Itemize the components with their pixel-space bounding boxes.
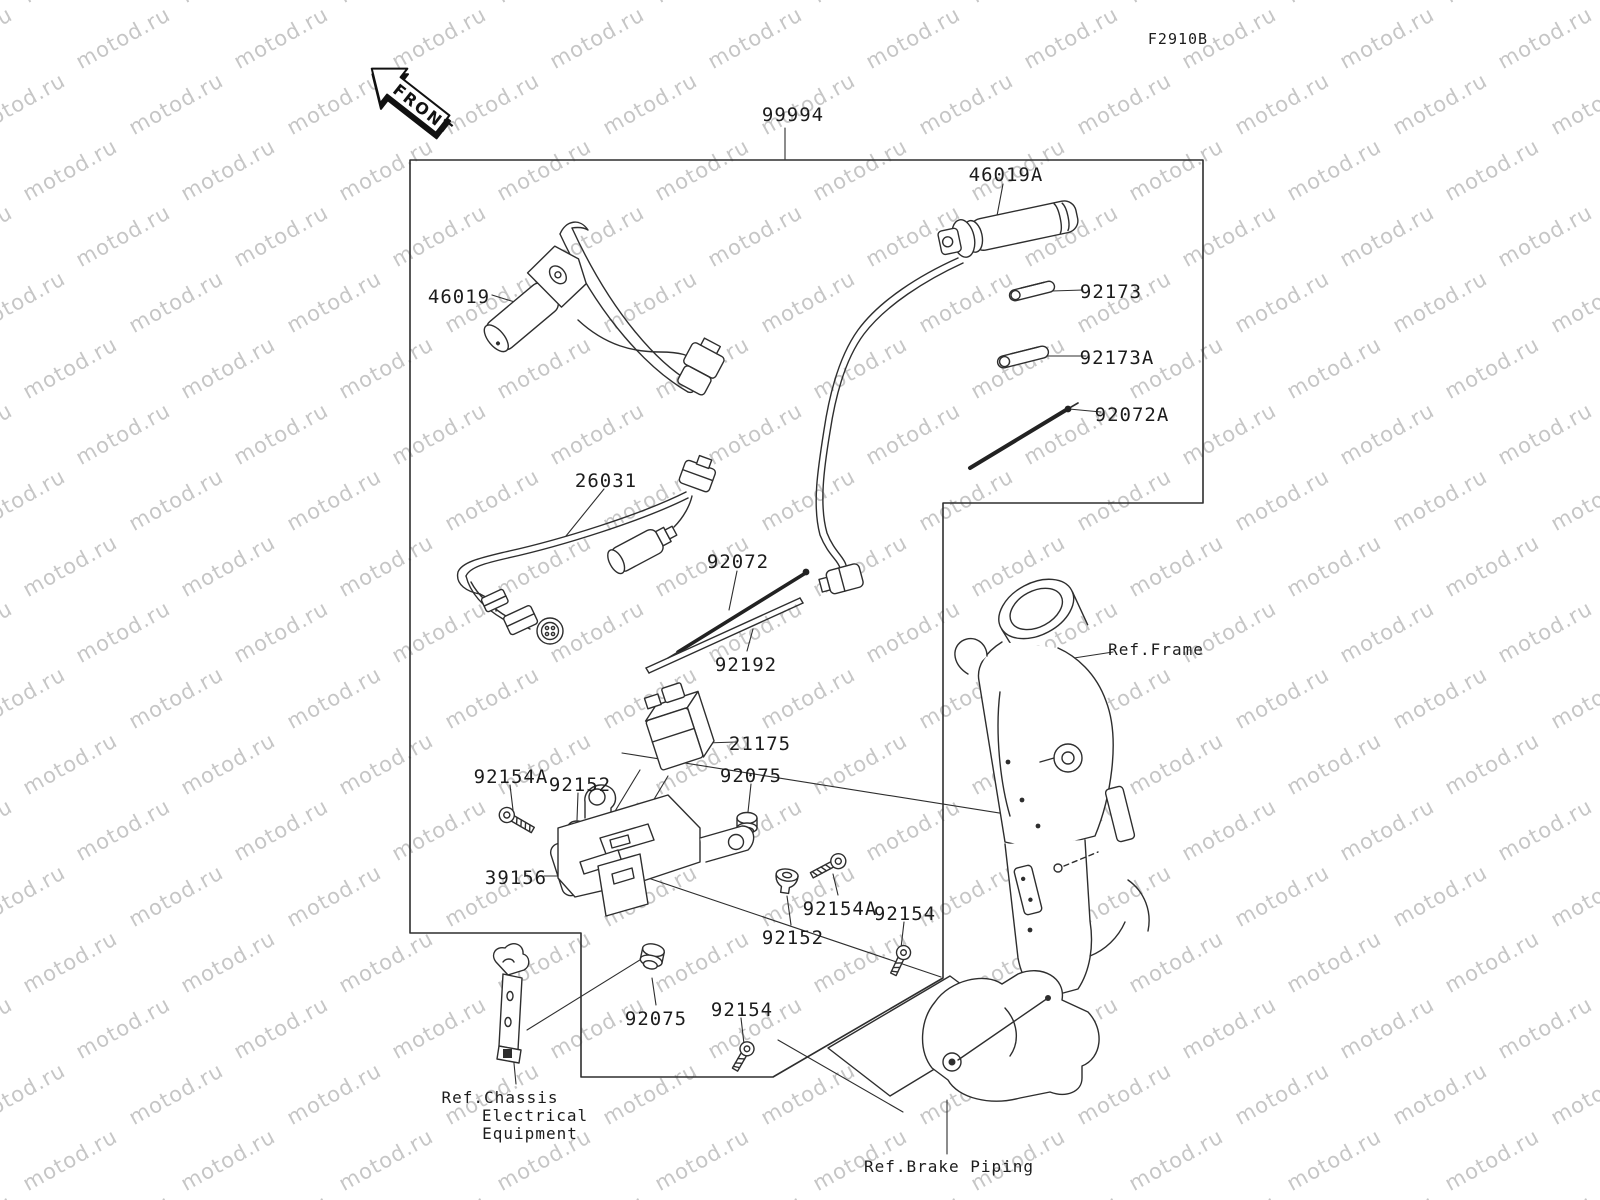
part-label-21175: 21175: [728, 733, 792, 755]
part-label-92072: 92072: [706, 551, 770, 573]
screw-92154-mid-drawing: [887, 943, 913, 977]
grommet-92075-lower-drawing: [639, 942, 666, 971]
part-label-46019: 46019: [427, 286, 491, 308]
part-label-92154-lower: 92154: [710, 999, 774, 1021]
cable-tie-92072A-drawing: [970, 403, 1078, 468]
part-label-92075-upper: 92075: [719, 765, 783, 787]
part-label-92154A-upper: 92154A: [473, 766, 549, 788]
brake-piping-drawing: [828, 971, 1099, 1101]
cable-tie-92192-drawing: [646, 598, 803, 673]
clip-92173A-drawing: [996, 345, 1049, 369]
chassis-bracket-drawing: [494, 944, 529, 1063]
ref-label-brake-piping: Ref.Brake Piping: [863, 1157, 1035, 1176]
screw-92154A-lower-drawing: [808, 851, 848, 882]
relay-bracket-drawing: [558, 785, 754, 916]
part-label-39156: 39156: [484, 867, 548, 889]
part-label-46019A: 46019A: [968, 164, 1044, 186]
part-label-99994: 99994: [761, 104, 825, 126]
harness-26031-drawing: [458, 452, 720, 644]
part-label-92152-lower: 92152: [761, 927, 825, 949]
kit-border-outline: [410, 160, 1203, 1077]
part-label-26031: 26031: [574, 470, 638, 492]
part-label-92192: 92192: [714, 654, 778, 676]
leader-lines: [492, 128, 1113, 1154]
part-label-92173: 92173: [1079, 281, 1143, 303]
ref-label-chassis-line2: Electrical: [481, 1106, 589, 1125]
ref-label-frame: Ref.Frame: [1108, 640, 1204, 659]
part-label-92154-mid: 92154: [873, 903, 937, 925]
part-label-92152-upper: 92152: [548, 774, 612, 796]
screw-92154-lower-drawing: [729, 1039, 757, 1073]
collar-92152-lower-drawing: [774, 868, 799, 895]
part-label-92173A: 92173A: [1079, 347, 1155, 369]
clip-92173-drawing: [1008, 280, 1055, 302]
frame-drawing: [955, 567, 1149, 1033]
relay-21175-drawing: [638, 678, 718, 770]
part-label-92154A-lower: 92154A: [802, 898, 878, 920]
part-label-92072A: 92072A: [1094, 404, 1170, 426]
figure-code-label: F2910B: [1147, 30, 1209, 48]
ref-label-chassis-line1: Ref.Chassis: [441, 1088, 559, 1107]
left-grip-drawing: [469, 222, 729, 397]
screw-92154A-upper-drawing: [497, 805, 537, 837]
part-label-92075-lower: 92075: [624, 1008, 688, 1030]
right-grip-drawing: [816, 196, 1081, 597]
ref-label-chassis-line3: Equipment: [482, 1124, 578, 1143]
